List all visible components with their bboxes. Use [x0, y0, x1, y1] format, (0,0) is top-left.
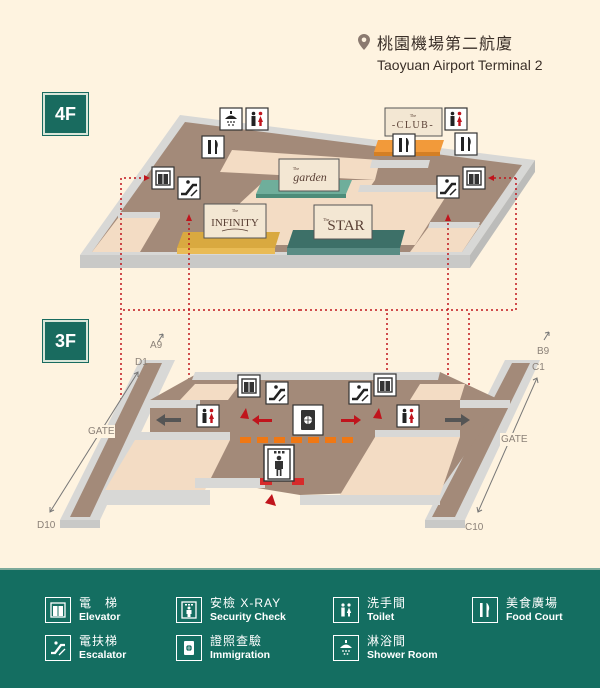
svg-text:The: The [232, 208, 238, 213]
gate-label-right: GATE [500, 433, 529, 446]
escalator-icon [45, 635, 71, 662]
escalator-icon[interactable] [264, 380, 290, 406]
escalator-icon[interactable] [435, 174, 461, 200]
svg-text:The: The [293, 166, 299, 171]
elevator-icon [45, 597, 71, 624]
shower-icon[interactable] [219, 107, 243, 131]
toilet-icon[interactable] [245, 107, 269, 131]
svg-text:STAR: STAR [327, 218, 364, 234]
location-pin-icon [358, 34, 370, 50]
gate-label-d10: D10 [37, 520, 56, 531]
toilet-icon[interactable] [196, 404, 220, 428]
toilet-icon[interactable] [444, 107, 468, 131]
food-court-icon[interactable] [201, 135, 225, 159]
svg-text:The: The [323, 217, 329, 222]
venue-garden[interactable]: The garden [278, 158, 340, 192]
floor-badge-4f[interactable]: 4F [42, 92, 89, 136]
food-court-icon [472, 597, 498, 624]
svg-text:INFINITY: INFINITY [211, 217, 259, 229]
shower-icon [333, 635, 359, 662]
venue-club[interactable]: The -CLUB- [384, 107, 443, 137]
floor-badge-3f[interactable]: 3F [42, 319, 89, 363]
escalator-icon[interactable] [347, 380, 373, 406]
floor-map: The INFINITY The garden The STAR The -CL… [49, 107, 550, 528]
elevator-icon[interactable] [237, 374, 261, 398]
gate-label-b9: B9 [537, 346, 550, 357]
svg-text:garden: garden [293, 170, 327, 184]
escalator-icon[interactable] [176, 175, 202, 201]
toilet-icon [333, 597, 359, 624]
food-court-icon[interactable] [392, 133, 416, 157]
svg-text:-CLUB-: -CLUB- [392, 120, 434, 131]
floor-4f-plan: The INFINITY The garden The STAR The -CL… [80, 107, 535, 268]
venue-infinity[interactable]: The INFINITY [203, 203, 267, 239]
immigration-icon [176, 635, 202, 662]
gate-label-c10: C10 [465, 522, 484, 533]
floor-3f-plan [49, 331, 550, 528]
food-court-icon[interactable] [454, 132, 478, 156]
venue-star[interactable]: The STAR [313, 204, 373, 240]
gate-label-c1: C1 [532, 362, 545, 373]
gate-label-d1: D1 [135, 357, 148, 368]
title-chinese: 桃園機場第二航廈 [377, 36, 514, 53]
map-header: 桃園機場第二航廈 Taoyuan Airport Terminal 2 [358, 30, 598, 73]
elevator-icon[interactable] [373, 373, 397, 397]
elevator-icon[interactable] [462, 166, 486, 190]
gate-label-left: GATE [87, 425, 116, 438]
title-english: Taoyuan Airport Terminal 2 [377, 57, 543, 73]
immigration-icon[interactable] [292, 404, 324, 436]
security-check-icon [176, 597, 202, 624]
svg-text:The: The [410, 113, 416, 118]
security-check-icon[interactable] [263, 444, 295, 482]
toilet-icon[interactable] [396, 404, 420, 428]
gate-label-a9: A9 [150, 340, 163, 351]
elevator-icon[interactable] [151, 166, 175, 190]
